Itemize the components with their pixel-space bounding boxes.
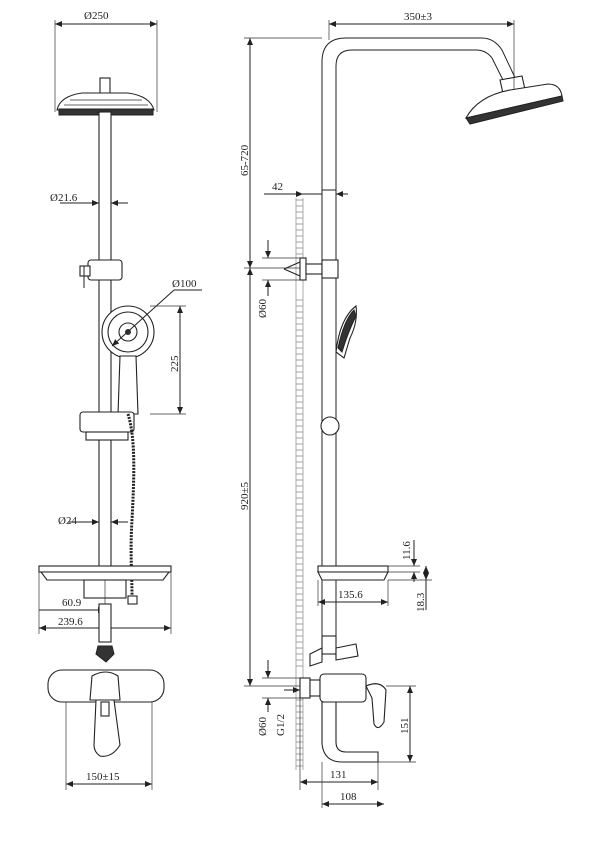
side-soap-shelf: [317, 565, 389, 581]
slide-holder: [79, 411, 135, 441]
inlet-spacing-label: 150±15: [86, 771, 120, 783]
shelf-height-label: 18.3: [415, 592, 427, 612]
hand-shower-length-label: 225: [169, 355, 181, 372]
lower-pipe-diameter-label: Ø24: [58, 515, 77, 527]
side-mixer-valve: [299, 673, 387, 763]
mixer-valve-front: [47, 669, 165, 757]
bracket-flange-label: Ø60: [257, 299, 269, 318]
arm-reach-label: 350±3: [404, 11, 433, 23]
shelf-thickness-label: 11.6: [401, 541, 413, 560]
wall-section: [295, 198, 304, 770]
shower-head: [56, 77, 155, 116]
column-height-label: 920±5: [239, 481, 251, 510]
hand-shower-diameter-label: Ø100: [172, 278, 197, 290]
shelf-offset-label: 60.9: [62, 597, 82, 609]
shower-hose: [126, 413, 136, 597]
side-wall-bracket: [283, 257, 339, 281]
side-diverter: [309, 635, 359, 667]
pipe-diameter-label: Ø21.6: [50, 192, 78, 204]
wall-bracket: [79, 259, 123, 288]
escutcheon-diameter-label: Ø60: [257, 717, 269, 736]
body-depth-label: 108: [340, 791, 357, 803]
side-hand-shower: [335, 304, 357, 359]
hose-connector: [127, 595, 138, 605]
side-view: 350±3 65-720 42 Ø60: [239, 11, 564, 808]
side-shower-head: [464, 75, 564, 125]
head-diameter-label: Ø250: [84, 10, 109, 22]
diverter-knob: [95, 645, 115, 663]
height-adjust-label: 65-720: [239, 144, 251, 176]
shelf-width-label: 239.6: [58, 616, 83, 628]
wall-offset-label: 42: [272, 181, 283, 193]
side-slide-holder: [320, 416, 340, 436]
thread-label: G1/2: [275, 714, 287, 736]
shelf-depth-label: 135.6: [338, 589, 363, 601]
front-view: Ø250 Ø21.6: [38, 10, 202, 790]
spout-reach-label: 131: [330, 769, 347, 781]
mixer-height-label: 151: [399, 718, 411, 735]
